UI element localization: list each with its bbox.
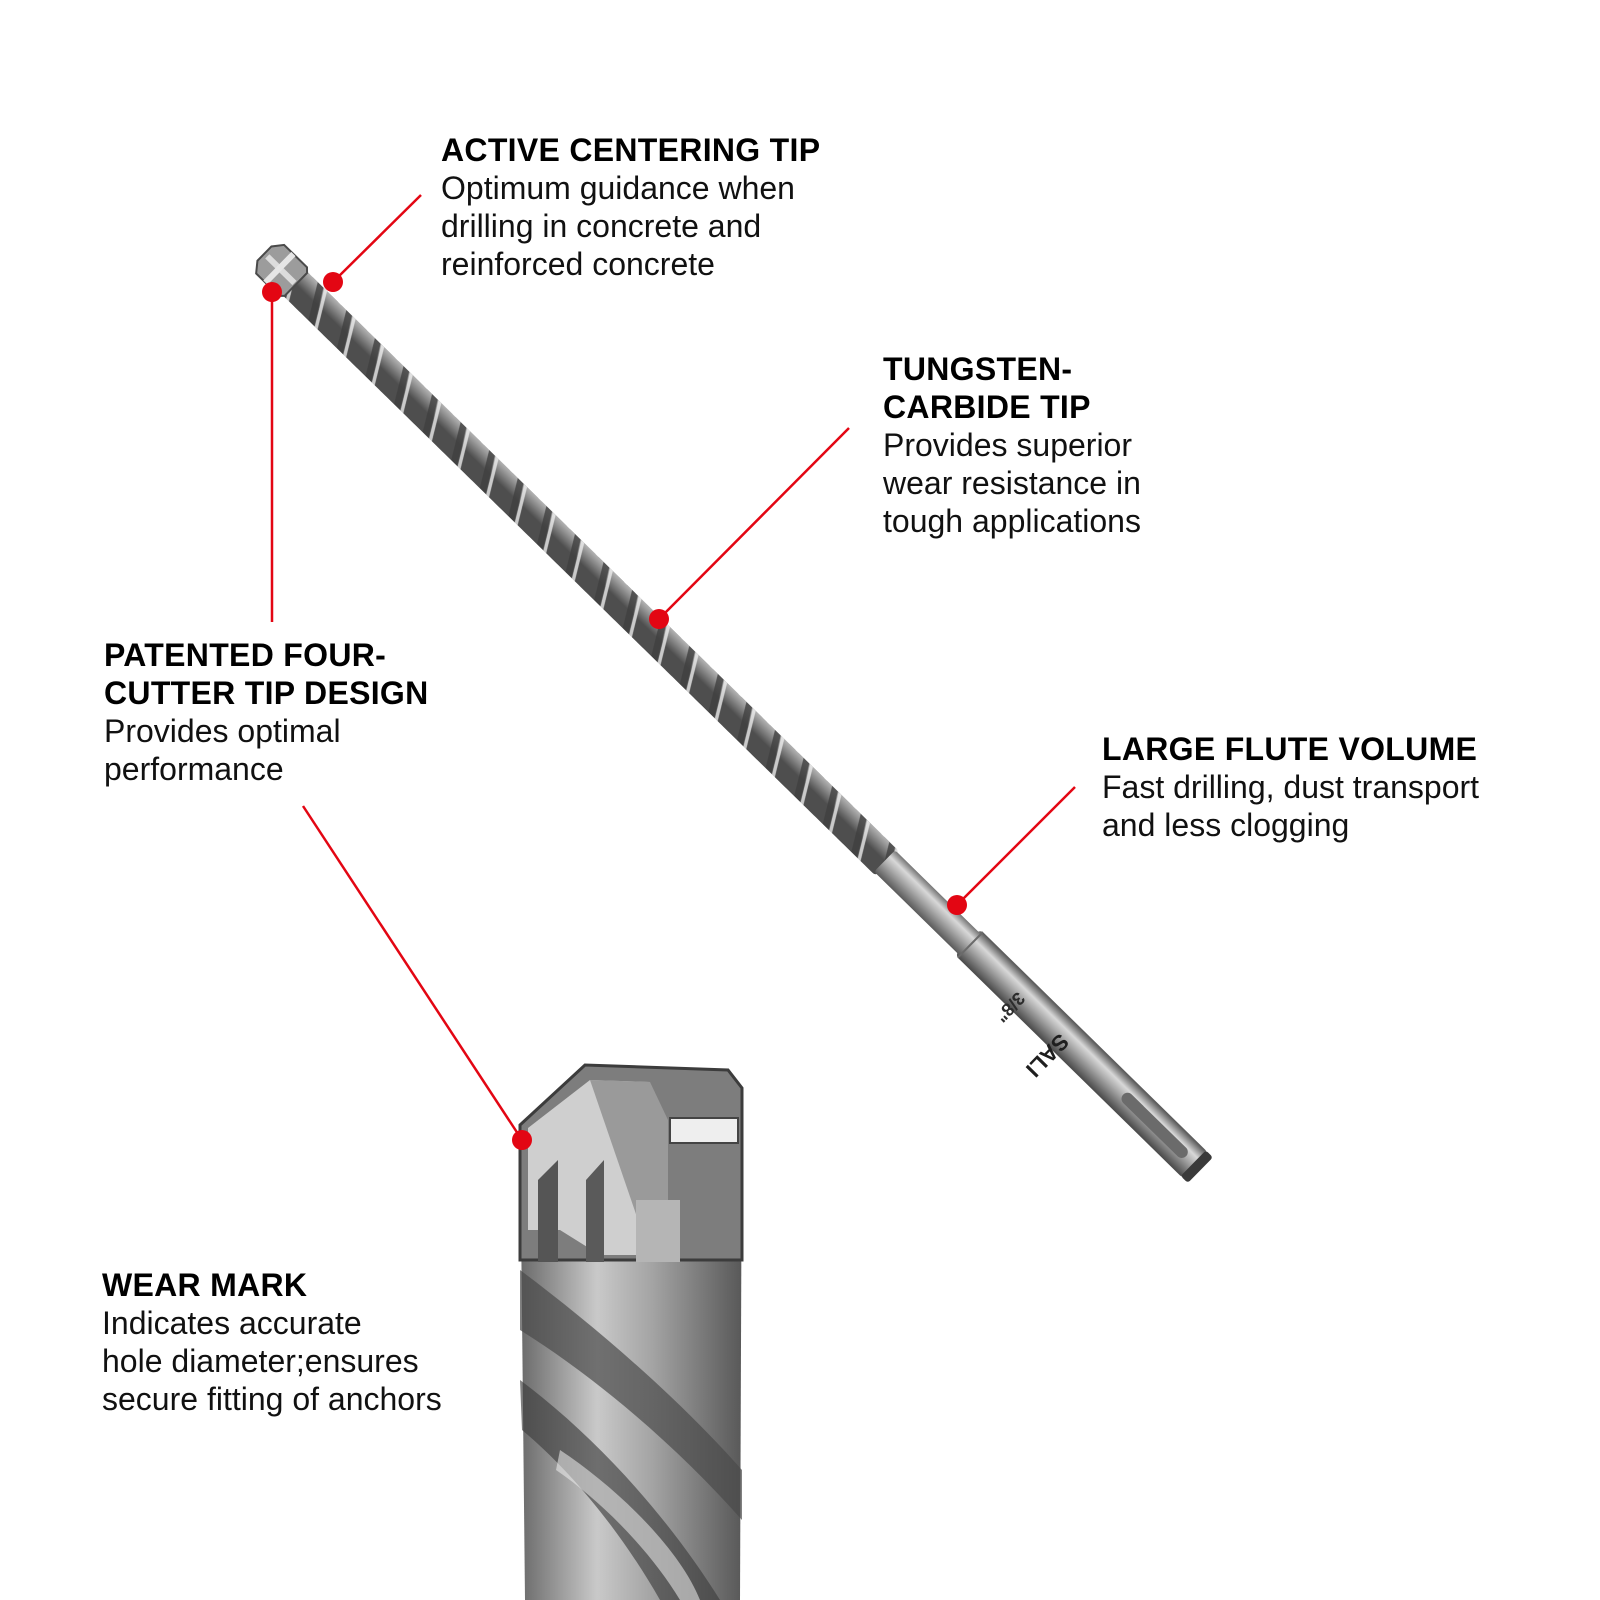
marker-four-cutter xyxy=(262,282,282,302)
callout-text: reinforced concrete xyxy=(441,246,715,282)
marker-flute-volume xyxy=(947,895,967,915)
callout-text: wear resistance in xyxy=(883,465,1141,501)
callout-text: Indicates accurate xyxy=(102,1305,362,1341)
smooth-neck xyxy=(875,851,980,955)
callout-text: hole diameter;ensures xyxy=(102,1343,419,1379)
callout-leaders xyxy=(262,194,1076,1150)
callout-title: ACTIVE CENTERING TIP xyxy=(441,132,821,168)
callout-text: Provides optimal xyxy=(104,713,341,749)
callout-four-cutter-tip: PATENTED FOUR- CUTTER TIP DESIGN Provide… xyxy=(104,636,484,788)
callout-text: Fast drilling, dust transport xyxy=(1102,769,1480,805)
callout-text: tough applications xyxy=(883,503,1141,539)
marker-wear-mark xyxy=(512,1130,532,1150)
callout-tungsten-carbide-tip: TUNGSTEN- CARBIDE TIP Provides superior … xyxy=(883,350,1203,540)
marker-centering-tip xyxy=(323,272,343,292)
callout-title: LARGE FLUTE VOLUME xyxy=(1102,731,1478,767)
callout-title: CARBIDE TIP xyxy=(883,389,1091,425)
callout-active-centering-tip: ACTIVE CENTERING TIP Optimum guidance wh… xyxy=(441,131,871,283)
callout-text: performance xyxy=(104,751,284,787)
fluted-body xyxy=(269,258,898,875)
callout-title: WEAR MARK xyxy=(102,1267,308,1303)
shank-end xyxy=(1181,1151,1212,1182)
shank-groove xyxy=(1121,1092,1188,1158)
marker-carbide-tip xyxy=(649,609,669,629)
callout-text: and less clogging xyxy=(1102,807,1350,843)
callout-title: CUTTER TIP DESIGN xyxy=(104,675,429,711)
callout-large-flute-volume: LARGE FLUTE VOLUME Fast drilling, dust t… xyxy=(1102,730,1542,844)
callout-text: Optimum guidance when xyxy=(441,170,795,206)
callout-text: Provides superior xyxy=(883,427,1132,463)
callout-text: secure fitting of anchors xyxy=(102,1381,442,1417)
callout-text: drilling in concrete and xyxy=(441,208,762,244)
callout-title: PATENTED FOUR- xyxy=(104,637,387,673)
callout-title: TUNGSTEN- xyxy=(883,351,1073,387)
callout-wear-mark: WEAR MARK Indicates accurate hole diamet… xyxy=(102,1266,522,1418)
tip-closeup xyxy=(518,1063,744,1600)
